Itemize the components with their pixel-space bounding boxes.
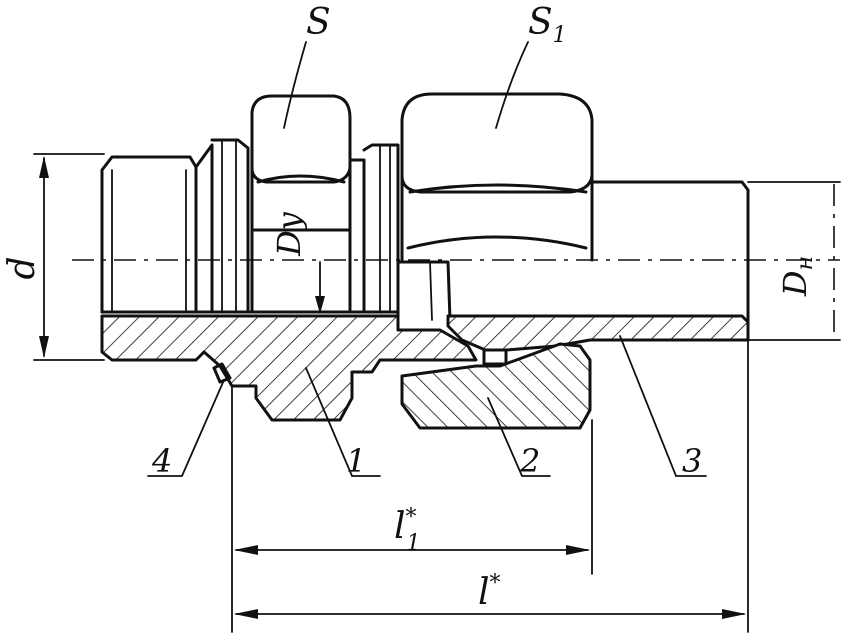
label-dy: Dy (270, 211, 308, 257)
label-s: S (306, 2, 331, 43)
svg-text:l*: l* (478, 571, 501, 613)
label-l1-sub: 1 (407, 531, 421, 556)
svg-text:l*1: l*1 (394, 505, 421, 556)
svg-text:Dн: Dн (776, 256, 818, 297)
part-1-body-section (100, 314, 478, 422)
label-part-2: 2 (519, 442, 540, 480)
leader-2 (487, 397, 551, 477)
label-d: d (2, 256, 43, 279)
pipe-upper (590, 180, 750, 342)
label-l1-mark: * (406, 505, 417, 530)
label-part-3: 3 (682, 442, 702, 480)
label-l: l (478, 572, 490, 613)
leader-1 (305, 367, 381, 477)
label-s1-sub: 1 (553, 23, 567, 48)
leader-3 (619, 335, 707, 477)
threaded-end (100, 155, 198, 314)
label-l-mark: * (490, 571, 501, 596)
label-dn: D (776, 270, 814, 297)
part-2-nut-section (400, 342, 592, 430)
body-hex-s (250, 94, 352, 184)
label-dn-sub: н (793, 256, 818, 271)
svg-text:S1: S1 (528, 2, 567, 48)
union-nut-s1 (400, 92, 594, 194)
collar (194, 143, 214, 314)
label-part-4: 4 (151, 442, 172, 480)
label-part-1: 1 (346, 442, 366, 480)
label-l1: l (394, 506, 406, 547)
leader-4 (147, 379, 225, 477)
part-3-nipple-section (446, 314, 750, 354)
label-s1: S (528, 2, 553, 43)
seal-ring-4 (212, 362, 232, 384)
